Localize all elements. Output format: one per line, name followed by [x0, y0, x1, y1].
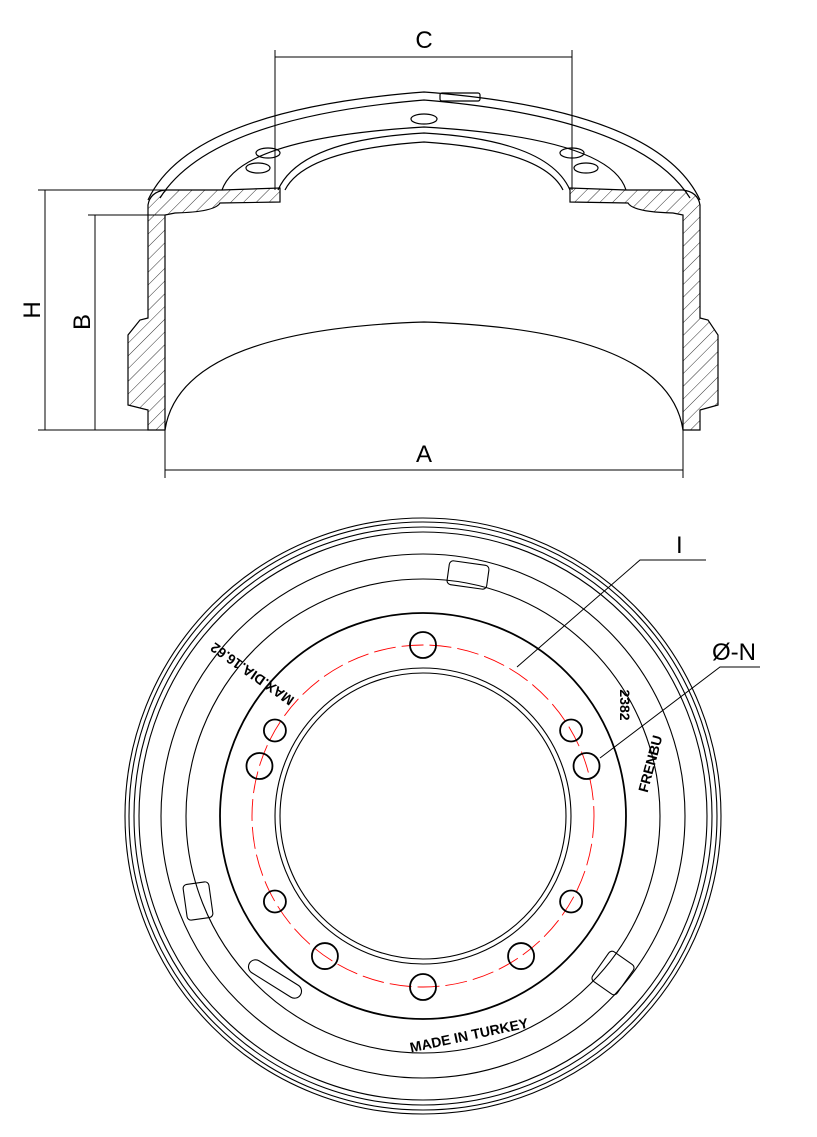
- bolt-hole: [507, 942, 535, 970]
- bore-edge: [277, 132, 571, 191]
- label-n: Ø-N: [712, 639, 756, 666]
- balance-tab: [591, 950, 635, 996]
- bolt-hole: [409, 973, 437, 1001]
- drum-outer-dome: [147, 91, 701, 201]
- leaders: [516, 559, 760, 759]
- balance-tab: [182, 881, 214, 921]
- section-right: [569, 187, 719, 431]
- bore-edge-2: [284, 141, 564, 191]
- flange-face: [221, 126, 627, 191]
- bolt-hole: [263, 889, 287, 914]
- bolt-hole: [255, 147, 281, 159]
- engraving-part-no: 2382: [617, 689, 633, 720]
- bolt-hole: [410, 113, 438, 125]
- bolt-hole: [573, 162, 599, 174]
- balance-tab: [439, 92, 481, 102]
- drum-inner-rim: [164, 321, 684, 431]
- bolt-hole: [263, 718, 287, 743]
- bolt-hole: [245, 162, 271, 174]
- balance-tab: [446, 560, 490, 590]
- slot: [247, 959, 303, 999]
- bolt-hole: [559, 889, 583, 914]
- bolt-hole: [409, 631, 437, 659]
- engraving-max-dia: MAX.DIA.16.62: [207, 639, 297, 708]
- side-section-view: [127, 91, 719, 431]
- dim-label-c: C: [415, 27, 432, 54]
- bolt-circle: [251, 644, 595, 988]
- engraving-brand: FRENBU: [635, 733, 666, 793]
- dim-label-b: B: [69, 314, 96, 330]
- bolt-hole: [311, 942, 339, 970]
- bolt-hole: [559, 718, 583, 743]
- bolt-holes: [245, 631, 601, 1001]
- dimensions: [38, 50, 684, 478]
- engraving-origin: MADE IN TURKEY: [408, 1015, 530, 1056]
- bolt-hole: [245, 752, 274, 780]
- section-left: [127, 187, 281, 431]
- bolt-hole: [572, 752, 601, 780]
- label-i: I: [676, 532, 683, 559]
- dim-label-a: A: [416, 441, 432, 468]
- front-view: [124, 517, 722, 1115]
- drum-dome-inner: [159, 99, 691, 199]
- dim-label-h: H: [19, 301, 46, 318]
